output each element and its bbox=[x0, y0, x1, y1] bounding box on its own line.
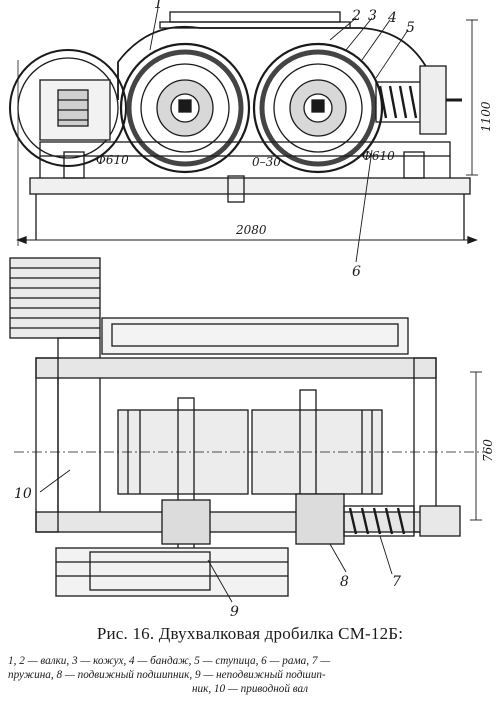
dim-roll-diameter-left: Φ610 bbox=[96, 153, 129, 167]
callout-7: 7 bbox=[392, 574, 401, 590]
dim-roll-diameter-right: Φ610 bbox=[362, 149, 395, 163]
callout-10: 10 bbox=[14, 486, 32, 502]
callout-5: 5 bbox=[406, 20, 415, 36]
callout-2: 2 bbox=[351, 8, 361, 24]
dim-plan-width: 760 bbox=[481, 439, 495, 462]
callout-6: 6 bbox=[352, 264, 361, 280]
frame-base bbox=[39, 141, 451, 157]
roll-left bbox=[119, 42, 251, 174]
roll-right bbox=[252, 42, 384, 174]
dim-gap: 0–30 bbox=[252, 155, 281, 169]
crusher-drawing: 1 2 3 4 5 6 7 8 9 10 Φ610 Φ610 0–30 2080… bbox=[9, 0, 495, 620]
side-elevation-view bbox=[9, 7, 478, 263]
callout-8: 8 bbox=[340, 574, 349, 590]
flywheel bbox=[9, 49, 127, 167]
dim-height: 1100 bbox=[479, 101, 493, 132]
callout-1: 1 bbox=[154, 0, 163, 12]
figure-legend-line-2: пружина, 8 — подвижный подшипник, 9 — не… bbox=[8, 669, 326, 681]
spring-top bbox=[375, 65, 462, 135]
figure-caption-title: Рис. 16. Двухвалковая дробилка СМ-12Б: bbox=[96, 624, 404, 643]
callout-9: 9 bbox=[230, 604, 239, 620]
dim-length: 2080 bbox=[235, 223, 267, 237]
figure-legend-line-3: ник, 10 — приводной вал bbox=[191, 683, 309, 695]
drive-pulley bbox=[9, 257, 101, 339]
spring-plan bbox=[343, 505, 461, 537]
fixed-bearing bbox=[161, 499, 211, 545]
movable-bearing bbox=[295, 493, 345, 545]
callout-4: 4 bbox=[387, 10, 397, 26]
figure-legend-line-1: 1, 2 — валки, 3 — кожух, 4 — бандаж, 5 —… bbox=[8, 655, 331, 667]
plan-view bbox=[9, 257, 486, 603]
callout-3: 3 bbox=[368, 8, 377, 24]
